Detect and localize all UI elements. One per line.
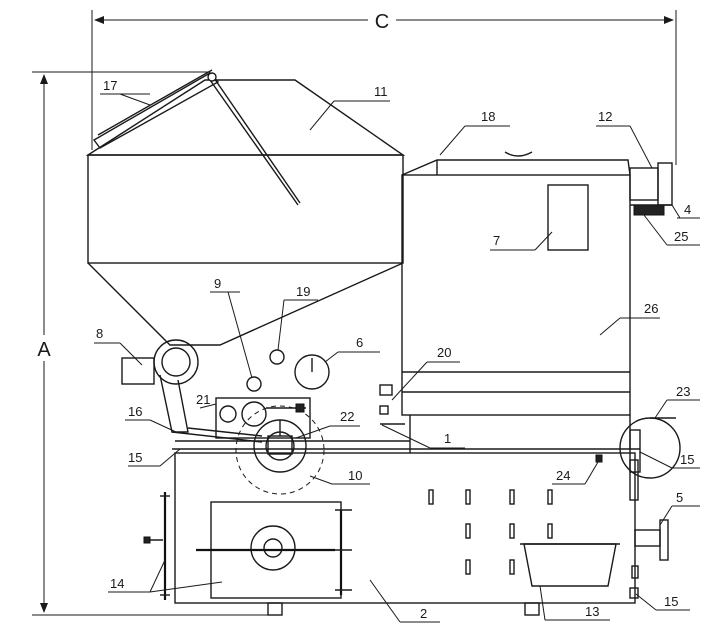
callout-6: 6 (356, 335, 363, 350)
callout-17: 17 (103, 78, 117, 93)
callout-19: 19 (296, 284, 310, 299)
fuel-hopper (85, 77, 406, 346)
side-pipe (629, 519, 669, 599)
callout-18: 18 (481, 109, 495, 124)
callout-15-bottom: 15 (664, 594, 678, 609)
callout-11: 11 (374, 84, 388, 99)
hopper-lid (92, 69, 220, 149)
callout-9: 9 (214, 276, 221, 291)
callout-26: 26 (644, 301, 658, 316)
gauges (246, 349, 393, 415)
callout-22: 22 (340, 409, 354, 424)
callout-23: 23 (676, 384, 690, 399)
callout-21: 21 (196, 392, 210, 407)
burner-door (143, 492, 352, 600)
dimension-a: A (32, 71, 270, 616)
sensor-24 (595, 454, 603, 463)
callout-12: 12 (598, 109, 612, 124)
callout-7: 7 (493, 233, 500, 248)
callout-15-left: 15 (128, 450, 142, 465)
flue-outlet (629, 162, 673, 216)
dimension-c-label: C (375, 11, 389, 33)
dimension-a-label: A (37, 339, 51, 361)
callout-15-right: 15 (680, 452, 694, 467)
burner-assembly (215, 397, 325, 495)
callout-20: 20 (437, 345, 451, 360)
callout-25: 25 (674, 229, 688, 244)
control-panel-box (547, 184, 589, 251)
callout-8: 8 (96, 326, 103, 341)
boiler-body (401, 151, 631, 416)
callout-13: 13 (585, 604, 599, 619)
dimension-c: C (91, 8, 677, 165)
callout-4: 4 (684, 202, 691, 217)
callout-16: 16 (128, 404, 142, 419)
exhaust-fan (619, 417, 681, 501)
callout-10: 10 (348, 468, 362, 483)
callout-24: 24 (556, 468, 570, 483)
callout-2: 2 (420, 606, 427, 621)
ventilation-slots (428, 489, 553, 575)
callout-14: 14 (110, 576, 124, 591)
callout-5: 5 (676, 490, 683, 505)
callout-labels: 11 17 18 12 4 25 7 26 9 19 8 6 20 21 22 … (96, 78, 694, 621)
ash-pan (520, 543, 620, 587)
feed-motor (121, 339, 263, 443)
callout-1: 1 (444, 431, 451, 446)
boiler-lower-body (172, 415, 640, 616)
leader-lines (94, 93, 700, 623)
